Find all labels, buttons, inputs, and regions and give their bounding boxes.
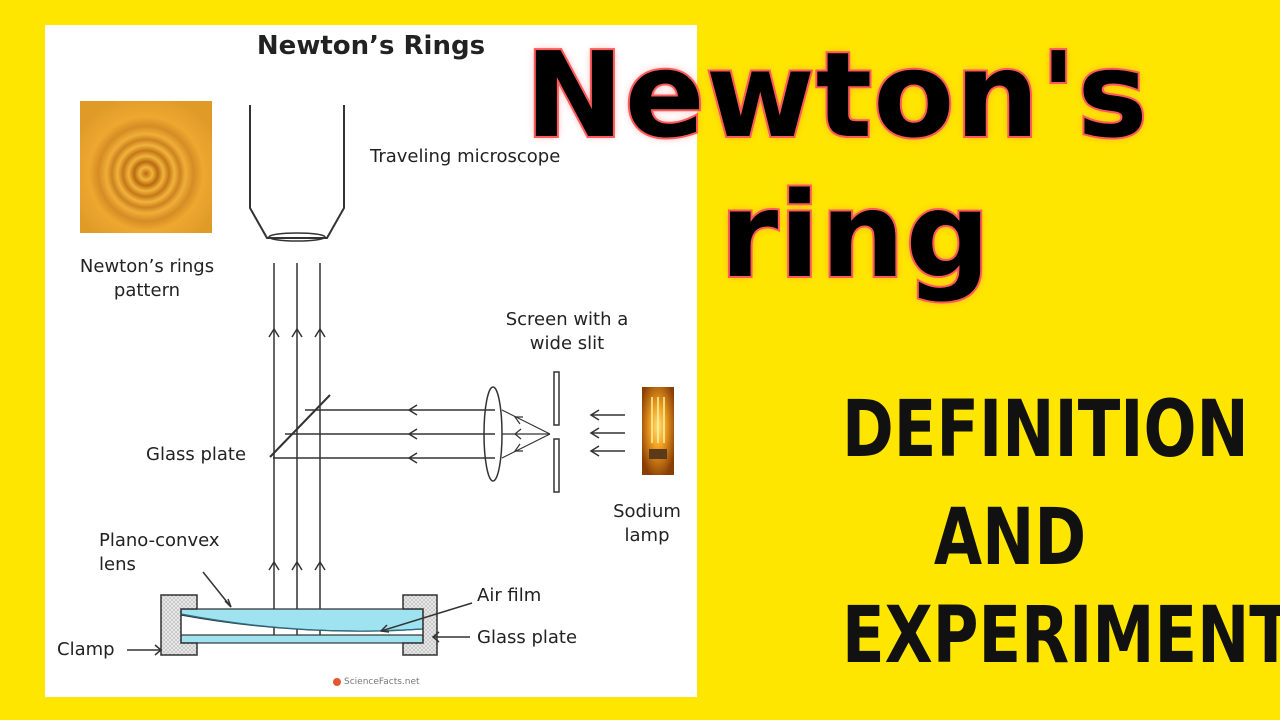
label-plano-line1: Plano-convex: [99, 530, 220, 551]
diagram-title: Newton’s Rings: [256, 31, 486, 61]
pointer-lines: [127, 571, 473, 656]
microscope-lens: [268, 232, 326, 242]
left-clamp: [160, 594, 198, 656]
bottom-glass-plate: [180, 634, 424, 644]
subtitle-line2: AND: [933, 493, 1087, 583]
right-clamp: [402, 594, 438, 656]
watermark-logo: ScienceFacts.net: [333, 677, 420, 687]
diagram-panel: Newton’s Rings Traveling microscope Newt…: [45, 25, 697, 697]
lens-curve: [180, 613, 424, 632]
label-rings-pattern: Newton’s rings pattern: [67, 255, 227, 303]
label-screen: Screen with a wide slit: [482, 308, 652, 356]
label-traveling-microscope: Traveling microscope: [370, 146, 561, 167]
label-plano-convex: Plano-convex lens: [99, 529, 220, 577]
headline-line1: Newton's: [523, 24, 1150, 166]
label-sodium-lamp: Sodium lamp: [595, 500, 699, 548]
vertical-rays: [273, 263, 321, 637]
label-sodium-line1: Sodium: [613, 501, 681, 522]
label-rings-pattern-line2: pattern: [113, 280, 181, 301]
label-glass-plate-bottom: Glass plate: [477, 627, 578, 648]
subtitle-line1: DEFINITION: [842, 385, 1249, 475]
label-glass-plate-top: Glass plate: [146, 444, 247, 465]
logo-icon: [333, 677, 341, 686]
watermark-text: ScienceFacts.net: [344, 677, 420, 687]
tilted-glass-plate: [269, 394, 331, 458]
lamp-arrowheads: [589, 409, 600, 457]
headline-line2: ring: [718, 164, 992, 306]
screen-upper: [553, 371, 560, 426]
lamp-filament: [651, 397, 665, 443]
label-rings-pattern-line1: Newton’s rings: [79, 256, 215, 277]
microscope-shape: [249, 105, 345, 239]
converging-rays: [501, 409, 551, 459]
converging-arrowheads: [513, 416, 523, 452]
label-clamp: Clamp: [57, 639, 115, 660]
vertical-arrowheads: [268, 327, 326, 571]
lamp-rays: [592, 414, 625, 452]
label-plano-line2: lens: [99, 554, 136, 575]
screen-lower: [553, 438, 560, 493]
subtitle-line3: EXPERIMENT: [842, 591, 1280, 681]
lamp-base: [649, 449, 667, 459]
newtons-rings-diagram: [80, 101, 674, 656]
label-sodium-line2: lamp: [624, 525, 670, 546]
horizontal-rays: [273, 409, 495, 459]
rings-pattern-image: [80, 101, 212, 233]
label-air-film: Air film: [477, 585, 542, 606]
label-screen-line2: wide slit: [529, 333, 605, 354]
horizontal-arrowheads: [407, 404, 418, 464]
label-screen-line1: Screen with a: [505, 309, 629, 330]
